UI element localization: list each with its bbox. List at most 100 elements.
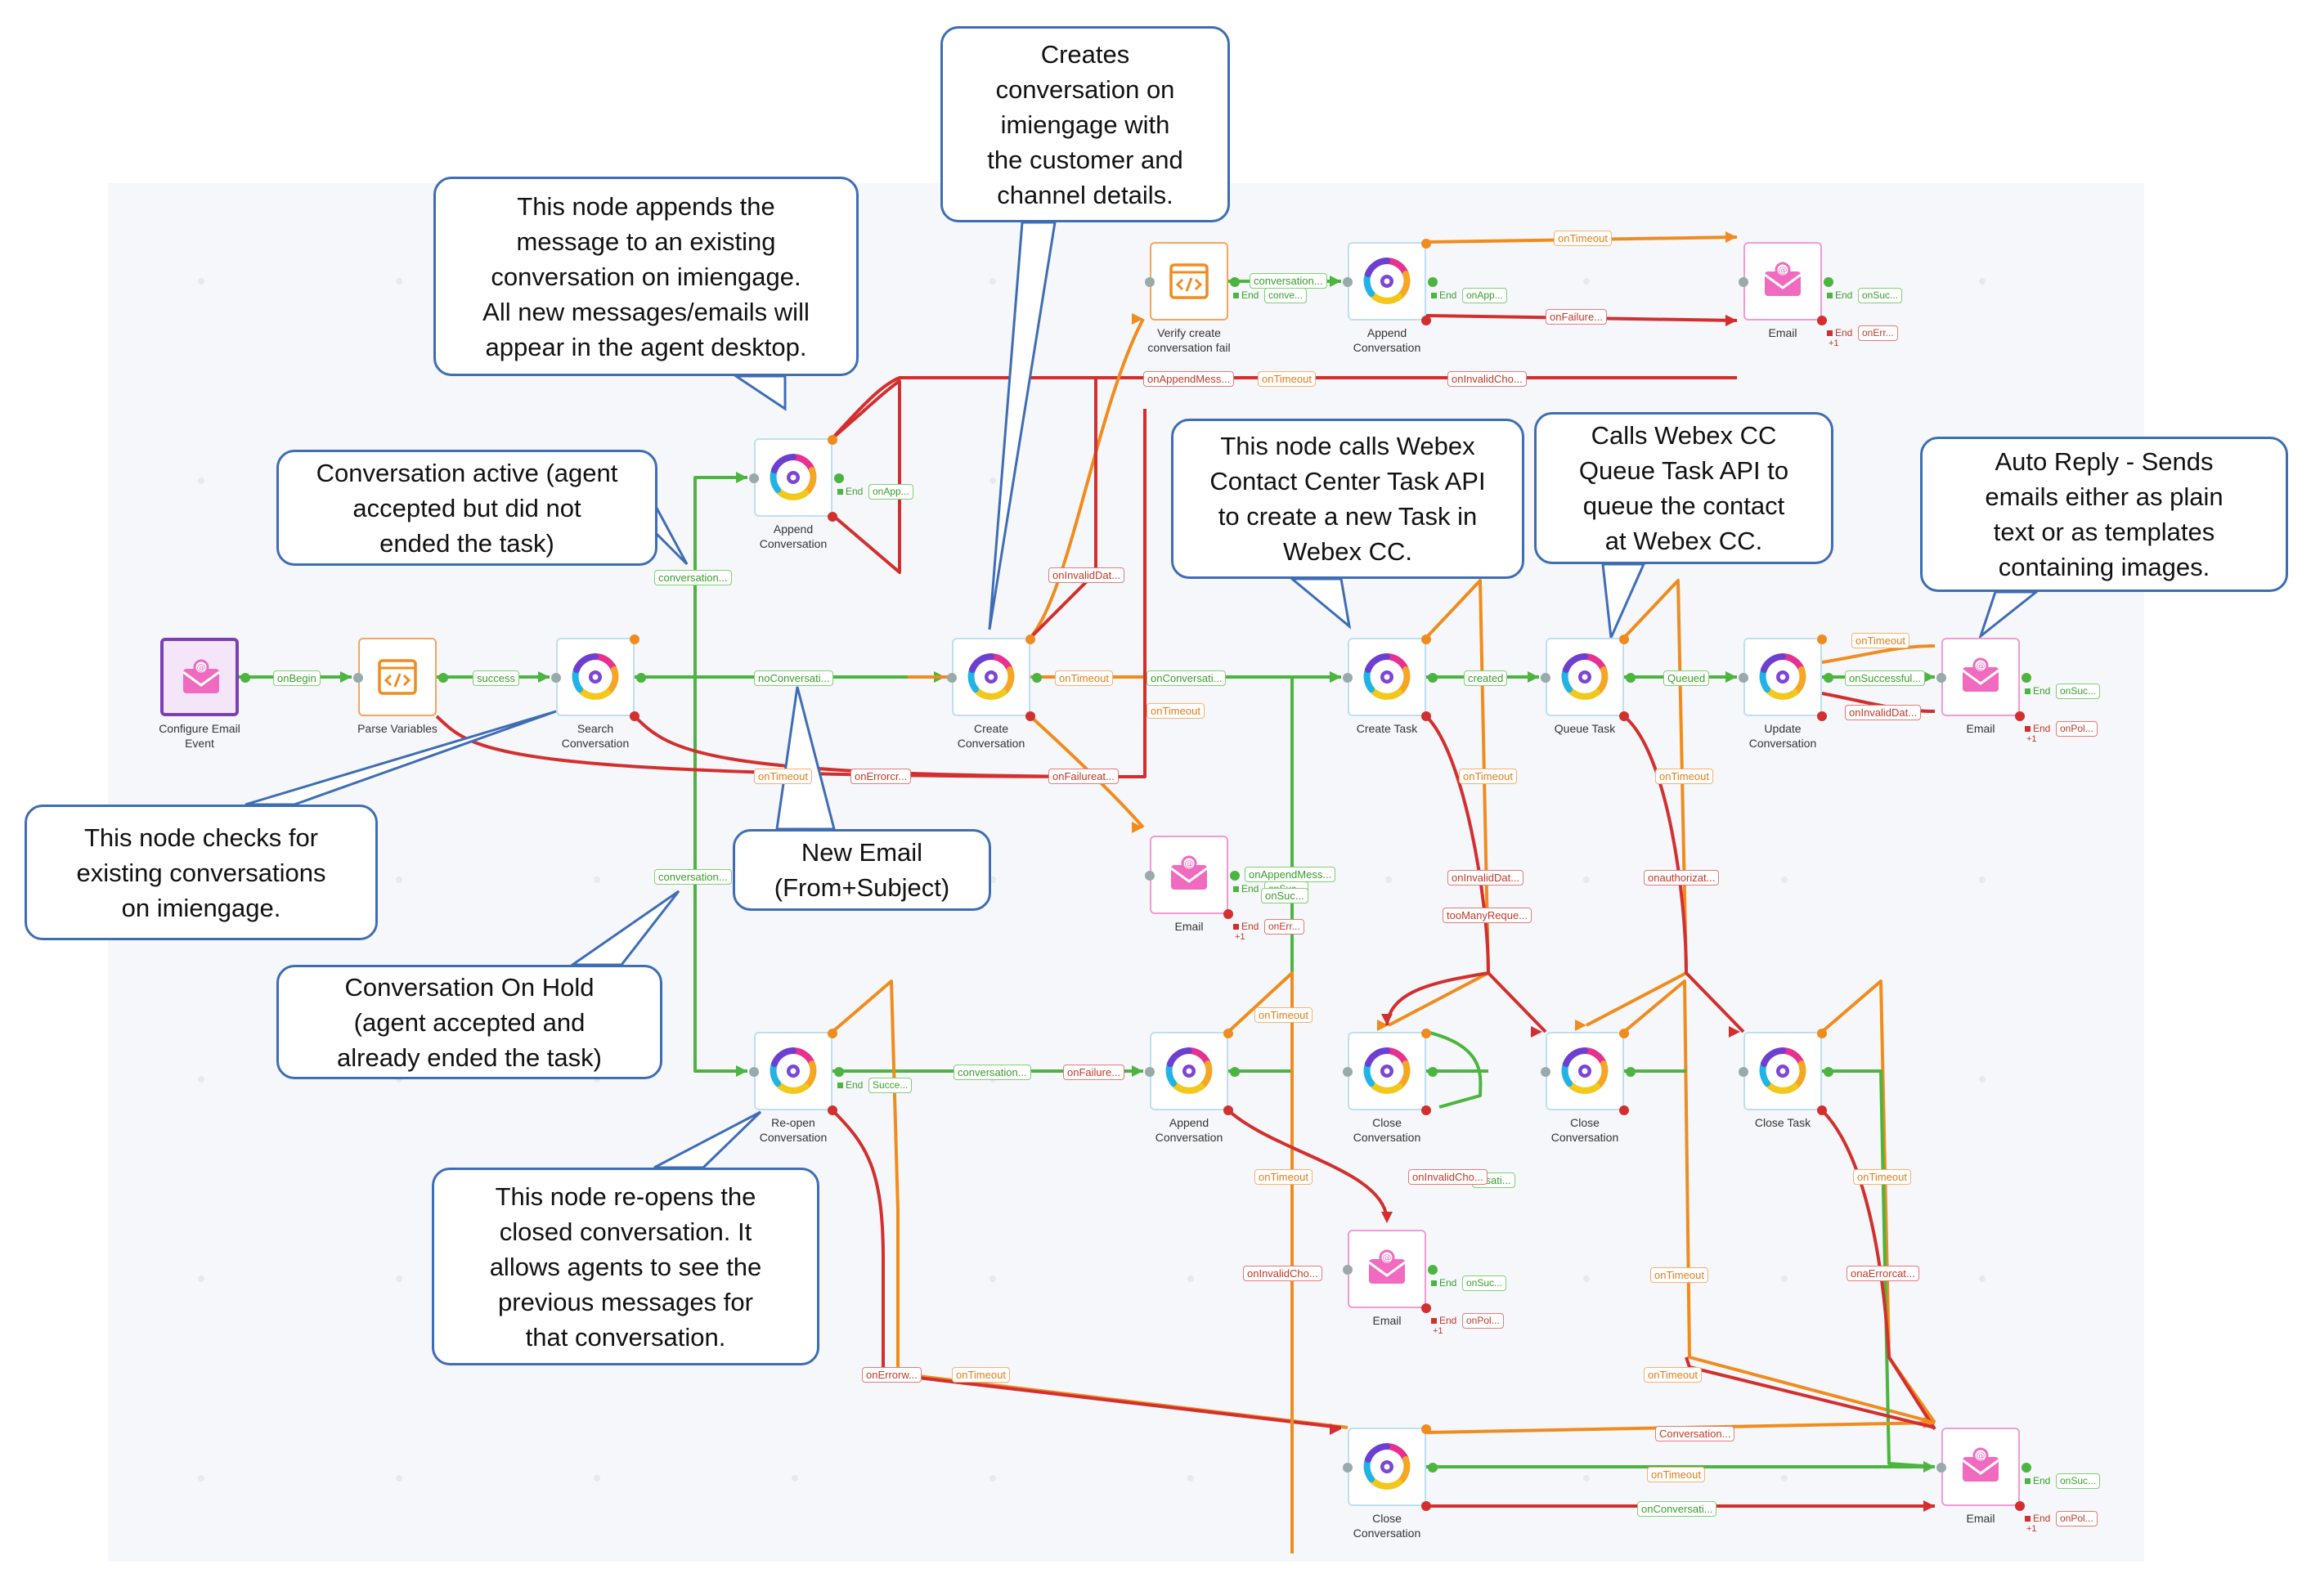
node-port[interactable] bbox=[828, 1105, 837, 1115]
connection-label[interactable]: success bbox=[473, 670, 519, 686]
node-port[interactable] bbox=[1223, 1105, 1233, 1115]
flow-node-email_bottom[interactable]: @ bbox=[1941, 1428, 2020, 1506]
flow-node-update[interactable] bbox=[1743, 638, 1822, 716]
connection-label[interactable]: Queued bbox=[1663, 670, 1710, 686]
connection-label[interactable]: tooManyReque... bbox=[1443, 908, 1532, 923]
connection-label[interactable]: onFailure... bbox=[1546, 309, 1608, 325]
connection-label[interactable]: onTimeout bbox=[1258, 371, 1316, 387]
flow-node-append2[interactable] bbox=[1348, 242, 1426, 321]
connection-label[interactable]: conversation... bbox=[654, 570, 732, 585]
flow-node-email_auto[interactable]: @ bbox=[1941, 638, 2020, 716]
node-port[interactable] bbox=[630, 711, 639, 721]
connection-label[interactable]: onTimeout bbox=[1650, 1267, 1708, 1283]
node-port[interactable] bbox=[2022, 673, 2031, 683]
node-port[interactable] bbox=[353, 673, 363, 683]
connection-label[interactable]: onAppendMess... bbox=[1143, 371, 1235, 387]
connection-label[interactable]: onConversati... bbox=[1637, 1501, 1717, 1517]
connection-label[interactable]: onInvalidCho... bbox=[1408, 1169, 1488, 1185]
flow-node-create[interactable] bbox=[952, 638, 1030, 716]
node-port[interactable] bbox=[1619, 711, 1629, 721]
connection-label[interactable]: onTimeout bbox=[1055, 670, 1113, 686]
connection-label[interactable]: conversation... bbox=[654, 869, 732, 885]
flow-node-close2[interactable] bbox=[1546, 1032, 1624, 1110]
node-port[interactable] bbox=[2015, 711, 2025, 721]
node-port[interactable] bbox=[1817, 316, 1827, 325]
node-port[interactable] bbox=[1824, 673, 1833, 683]
connection-label[interactable]: noConversati... bbox=[754, 670, 834, 686]
flow-node-email_top[interactable]: @ bbox=[1743, 242, 1822, 321]
connection-label[interactable]: onaErrorcat... bbox=[1847, 1266, 1919, 1281]
connection-label[interactable]: onInvalidCho... bbox=[1243, 1266, 1322, 1281]
connection-label[interactable]: onTimeout bbox=[1647, 1467, 1705, 1482]
node-port[interactable] bbox=[1343, 1265, 1353, 1275]
connection-label[interactable]: onErrorw... bbox=[862, 1367, 922, 1383]
connection-label[interactable]: conversation... bbox=[954, 1065, 1031, 1080]
flow-node-closetask[interactable] bbox=[1743, 1032, 1822, 1110]
connection-label[interactable]: onTimeout bbox=[1254, 1169, 1313, 1185]
connection-label[interactable]: onInvalidDat... bbox=[1048, 567, 1125, 583]
flow-node-append1[interactable] bbox=[754, 438, 832, 517]
node-port[interactable] bbox=[1145, 871, 1155, 881]
node-port[interactable] bbox=[1421, 711, 1431, 721]
node-port[interactable] bbox=[834, 1067, 844, 1077]
node-port[interactable] bbox=[1145, 1067, 1155, 1077]
connection-label[interactable]: onauthorizat... bbox=[1644, 870, 1720, 885]
connection-label[interactable]: onFailure... bbox=[1063, 1065, 1125, 1080]
node-port[interactable] bbox=[1343, 277, 1353, 287]
node-port[interactable] bbox=[1619, 1105, 1629, 1115]
node-port[interactable] bbox=[438, 673, 448, 683]
connection-label[interactable]: onSuccessful... bbox=[1845, 670, 1926, 686]
connection-label[interactable]: onTimeout bbox=[1851, 633, 1909, 648]
node-port[interactable] bbox=[749, 473, 759, 483]
connection-label[interactable]: onTimeout bbox=[1554, 231, 1612, 246]
node-port[interactable] bbox=[1541, 1067, 1550, 1077]
connection-label[interactable]: onTimeout bbox=[1644, 1367, 1702, 1383]
node-port[interactable] bbox=[1817, 1105, 1827, 1115]
node-port[interactable] bbox=[1739, 673, 1748, 683]
node-port[interactable] bbox=[828, 435, 837, 445]
node-port[interactable] bbox=[1824, 1067, 1833, 1077]
node-port[interactable] bbox=[1936, 1463, 1946, 1473]
connection-label[interactable]: onInvalidCho... bbox=[1447, 371, 1527, 387]
node-port[interactable] bbox=[1428, 673, 1438, 683]
node-port[interactable] bbox=[1421, 239, 1431, 249]
node-port[interactable] bbox=[1421, 1303, 1431, 1313]
node-port[interactable] bbox=[1428, 1265, 1438, 1275]
node-port[interactable] bbox=[1626, 1067, 1636, 1077]
node-port[interactable] bbox=[1824, 277, 1833, 287]
node-port[interactable] bbox=[1343, 673, 1353, 683]
connection-label[interactable]: onTimeout bbox=[1147, 703, 1205, 719]
node-port[interactable] bbox=[1343, 1463, 1353, 1473]
node-port[interactable] bbox=[1626, 673, 1636, 683]
node-port[interactable] bbox=[1421, 634, 1431, 644]
connection-label[interactable]: onSuc... bbox=[1261, 888, 1308, 903]
connection-label[interactable]: Conversation... bbox=[1655, 1426, 1735, 1441]
node-port[interactable] bbox=[2015, 1501, 2025, 1511]
node-port[interactable] bbox=[1739, 1067, 1748, 1077]
node-port[interactable] bbox=[1817, 711, 1827, 721]
node-port[interactable] bbox=[1421, 1424, 1431, 1434]
connection-label[interactable]: onAppendMess... bbox=[1245, 867, 1336, 882]
connection-label[interactable]: onErrorcr... bbox=[850, 769, 912, 784]
connection-label[interactable]: onInvalidDat... bbox=[1447, 870, 1524, 885]
flow-node-close3[interactable] bbox=[1348, 1428, 1426, 1506]
node-port[interactable] bbox=[1421, 316, 1431, 325]
node-port[interactable] bbox=[828, 1029, 837, 1038]
node-port[interactable] bbox=[551, 673, 561, 683]
flow-node-verify[interactable] bbox=[1150, 242, 1228, 321]
node-port[interactable] bbox=[1343, 1067, 1353, 1077]
connection-label[interactable]: onTimeout bbox=[1254, 1007, 1313, 1023]
node-port[interactable] bbox=[1817, 1029, 1827, 1038]
node-port[interactable] bbox=[1025, 711, 1035, 721]
node-port[interactable] bbox=[240, 673, 250, 683]
node-port[interactable] bbox=[1223, 909, 1233, 919]
node-port[interactable] bbox=[1230, 871, 1240, 881]
node-port[interactable] bbox=[1223, 1029, 1233, 1038]
node-port[interactable] bbox=[636, 673, 646, 683]
connection-label[interactable]: onFailureat... bbox=[1048, 769, 1119, 784]
node-port[interactable] bbox=[1025, 634, 1035, 644]
flow-node-parse[interactable] bbox=[358, 638, 437, 716]
node-port[interactable] bbox=[1230, 277, 1240, 287]
node-port[interactable] bbox=[1032, 673, 1042, 683]
flow-node-createtask[interactable] bbox=[1348, 638, 1426, 716]
